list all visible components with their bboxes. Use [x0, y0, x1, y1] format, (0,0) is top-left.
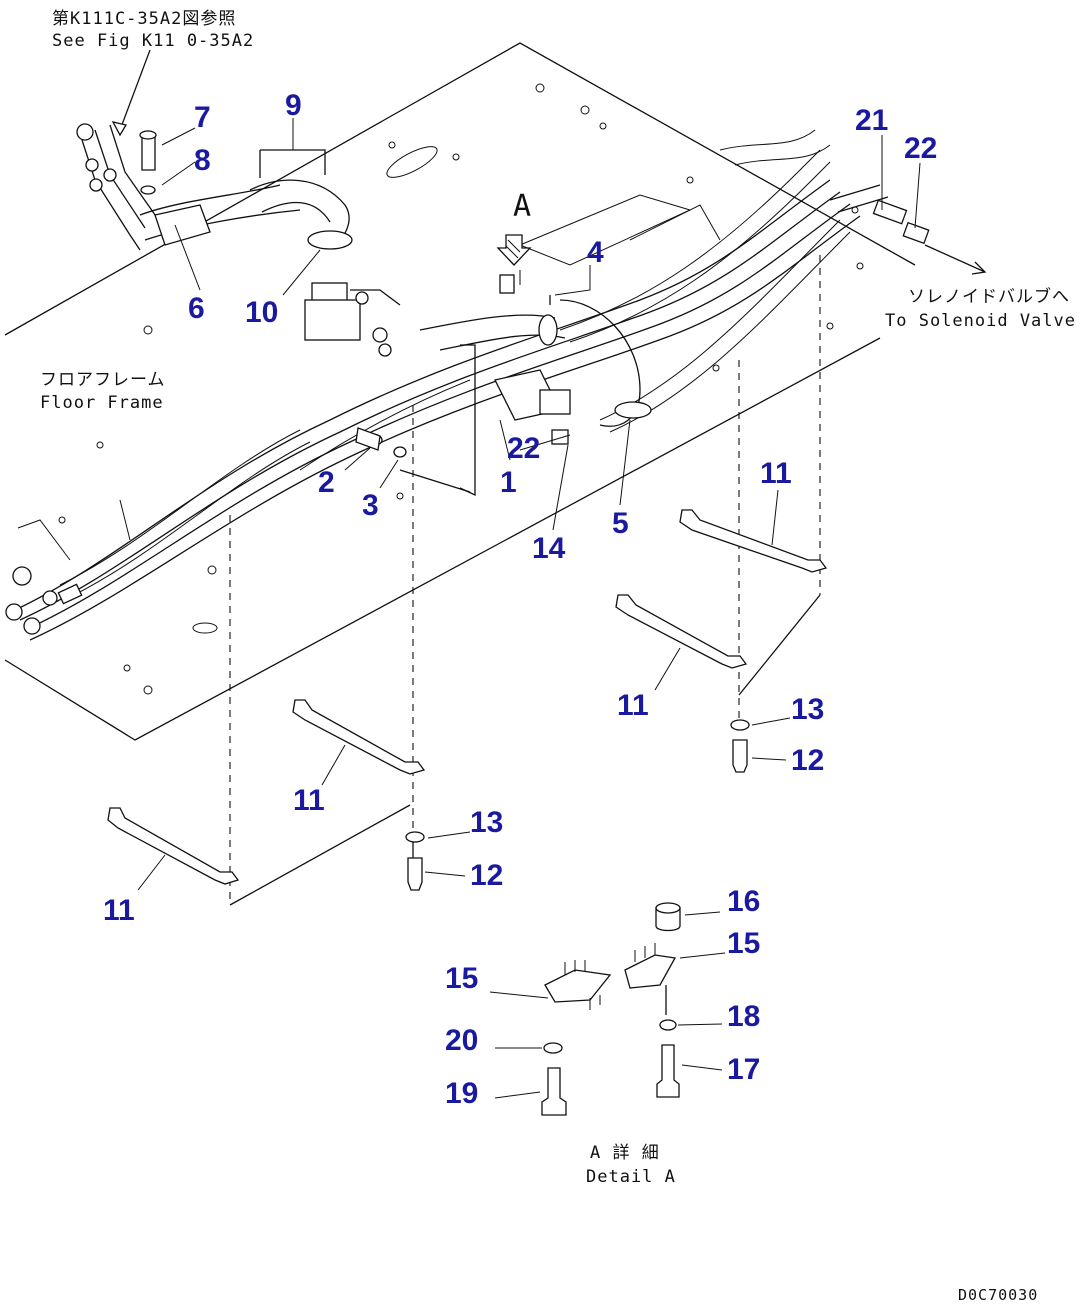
- ref-fig-en-note: See Fig K11 0-35A2: [52, 31, 254, 51]
- callout-13-right: 13: [791, 693, 824, 726]
- solenoid-en-label: To Solenoid Valve: [885, 311, 1076, 331]
- callout-14: 14: [532, 532, 566, 565]
- callout-3: 3: [362, 489, 379, 522]
- floor-frame-en-label: Floor Frame: [40, 393, 164, 413]
- leader-lines: [137, 118, 921, 1099]
- callout-16: 16: [727, 885, 760, 918]
- callout-13-left: 13: [470, 806, 503, 839]
- callout-22-center: 22: [507, 432, 540, 465]
- callout-20: 20: [445, 1024, 478, 1057]
- callout-11-d: 11: [760, 457, 792, 490]
- wiring-harness-bundle: [5, 129, 861, 641]
- callout-18: 18: [727, 1000, 760, 1033]
- callout-2: 2: [318, 466, 335, 499]
- view-arrow-label: A: [513, 189, 532, 224]
- ref-fig-jp-note: 第K111C-35A2図参照: [52, 9, 236, 29]
- clamps: [107, 509, 828, 885]
- floor-frame-jp-label: フロアフレーム: [40, 370, 166, 390]
- callout-11-b: 11: [293, 784, 325, 817]
- fasteners: [139, 130, 750, 891]
- callout-22-right: 22: [904, 132, 937, 165]
- callout-21: 21: [855, 104, 888, 137]
- callout-15-left: 15: [445, 962, 478, 995]
- callout-4: 4: [587, 236, 604, 269]
- callout-9: 9: [285, 89, 302, 122]
- callout-7: 7: [194, 101, 211, 134]
- callout-10: 10: [245, 296, 278, 329]
- callout-17: 17: [727, 1053, 760, 1086]
- callout-8: 8: [194, 144, 211, 177]
- drawing-code: D0C70030: [958, 1286, 1038, 1304]
- callout-1: 1: [500, 466, 517, 499]
- detail-a-parts: [541, 902, 681, 1116]
- solenoid-jp-label: ソレノイドバルブへ: [908, 286, 1070, 307]
- callout-12-right: 12: [791, 744, 824, 777]
- callout-19: 19: [445, 1077, 478, 1110]
- callout-15-right: 15: [727, 927, 760, 960]
- callout-5: 5: [612, 507, 629, 540]
- callout-6: 6: [188, 292, 205, 325]
- view-arrow-a: [496, 234, 532, 266]
- callout-11-a: 11: [103, 894, 135, 927]
- detail-a-jp-label: A 詳 細: [590, 1143, 660, 1163]
- corrugated-tube: [249, 149, 353, 250]
- callout-12-left: 12: [470, 859, 503, 892]
- callout-11-c: 11: [617, 689, 649, 722]
- ref-arrow: [111, 49, 151, 137]
- upper-left-harness: [76, 123, 301, 251]
- detail-a-en-label: Detail A: [586, 1167, 676, 1187]
- relay-bracket: [304, 270, 652, 497]
